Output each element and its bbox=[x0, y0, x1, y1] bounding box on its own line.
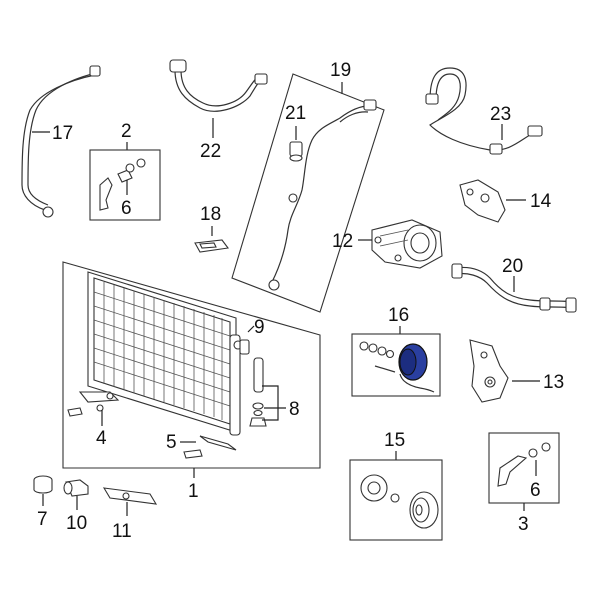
label-22: 22 bbox=[200, 141, 221, 162]
label-20: 20 bbox=[502, 256, 523, 277]
part-11-bracket[interactable] bbox=[102, 487, 158, 505]
part-2-bracket[interactable] bbox=[99, 158, 146, 211]
part-19-pipe[interactable] bbox=[268, 99, 377, 291]
part-22-hose[interactable] bbox=[169, 59, 268, 112]
label-18: 18 bbox=[200, 204, 221, 225]
part-10-sensor[interactable] bbox=[63, 479, 89, 497]
part-17-hose[interactable] bbox=[21, 65, 101, 218]
part-19-box bbox=[231, 73, 385, 313]
label-2: 2 bbox=[121, 121, 132, 142]
label-13: 13 bbox=[543, 372, 564, 393]
part-20-hose[interactable] bbox=[451, 263, 577, 313]
label-9: 9 bbox=[254, 317, 265, 338]
label-6a: 6 bbox=[121, 198, 132, 219]
part-15-box bbox=[349, 459, 443, 541]
label-15: 15 bbox=[384, 430, 405, 451]
part-1-condenser[interactable] bbox=[87, 271, 243, 436]
label-17: 17 bbox=[52, 123, 73, 144]
part-5-bracket[interactable] bbox=[183, 435, 237, 459]
label-14: 14 bbox=[530, 191, 552, 212]
part-7-cap[interactable] bbox=[33, 475, 53, 494]
label-5: 5 bbox=[166, 432, 177, 453]
part-3-bracket[interactable] bbox=[497, 442, 551, 487]
part-13-bracket[interactable] bbox=[469, 339, 509, 403]
label-1: 1 bbox=[188, 481, 199, 502]
label-6b: 6 bbox=[530, 480, 541, 501]
part-1-box bbox=[62, 261, 321, 469]
part-2-box bbox=[89, 149, 161, 221]
part-23-hose[interactable] bbox=[425, 67, 543, 155]
part-16-box bbox=[351, 333, 441, 397]
label-19: 19 bbox=[330, 60, 351, 81]
part-16-clutch-coil[interactable] bbox=[359, 341, 435, 393]
label-4: 4 bbox=[96, 428, 107, 449]
label-21: 21 bbox=[285, 103, 306, 124]
label-11: 11 bbox=[112, 521, 132, 542]
label-12: 12 bbox=[332, 231, 353, 252]
part-9-receiver[interactable] bbox=[239, 339, 250, 355]
part-12-compressor[interactable] bbox=[371, 219, 443, 269]
part-18-seal[interactable] bbox=[194, 239, 229, 253]
label-8: 8 bbox=[289, 399, 300, 420]
part-14-bracket[interactable] bbox=[459, 179, 506, 223]
part-15-clutch-assembly[interactable] bbox=[360, 474, 439, 529]
label-23: 23 bbox=[490, 104, 511, 125]
part-21-switch[interactable] bbox=[289, 141, 303, 162]
label-16: 16 bbox=[388, 305, 409, 326]
part-8-desiccant[interactable] bbox=[249, 357, 267, 427]
label-7: 7 bbox=[37, 509, 48, 530]
label-3: 3 bbox=[518, 514, 529, 535]
label-10: 10 bbox=[66, 513, 87, 534]
part-4-bracket[interactable] bbox=[67, 391, 120, 417]
